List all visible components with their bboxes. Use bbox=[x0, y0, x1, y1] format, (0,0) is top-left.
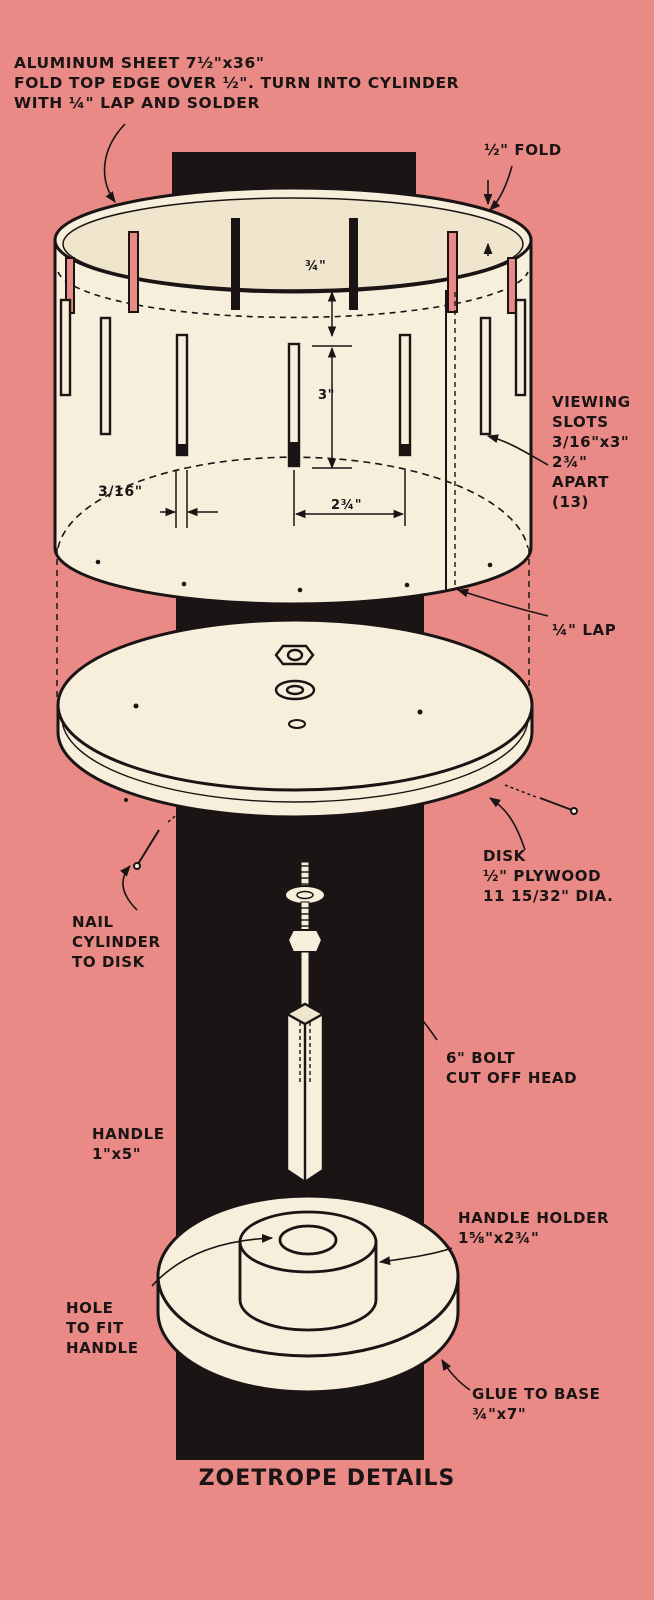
viewing-line-3: 3/16"x3" bbox=[552, 433, 630, 451]
disk-label: DISK ½" PLYWOOD 11 15/32" DIA. bbox=[483, 846, 613, 906]
handle-holder bbox=[238, 1210, 378, 1332]
slot-top-dim: ¾" bbox=[305, 257, 326, 277]
nail-left bbox=[133, 829, 160, 870]
slot-spacing-dim: 2¾" bbox=[331, 496, 362, 516]
nail-line-2: CYLINDER bbox=[72, 933, 161, 951]
handle-line-1: HANDLE bbox=[92, 1125, 165, 1143]
front-viewing-slots bbox=[59, 298, 527, 468]
viewing-line-4: 2¾" bbox=[552, 453, 588, 471]
disk-nail-dots bbox=[124, 703, 423, 826]
disk-line-1: DISK bbox=[483, 847, 526, 865]
aluminum-line-3: WITH ¼" LAP AND SOLDER bbox=[14, 94, 260, 112]
disk-edge-line bbox=[61, 717, 529, 803]
slot-length-dim: 3" bbox=[318, 386, 335, 406]
fold-label: ½" FOLD bbox=[484, 140, 562, 160]
viewing-line-5: APART bbox=[552, 473, 609, 491]
nail-label: NAIL CYLINDER TO DISK bbox=[72, 912, 161, 972]
bolt-threads bbox=[300, 865, 310, 927]
nail-line-3: TO DISK bbox=[72, 953, 145, 971]
bolt-line-2: CUT OFF HEAD bbox=[446, 1069, 578, 1087]
nail-right bbox=[539, 797, 578, 815]
slot-dark-ends bbox=[177, 442, 410, 466]
holder-line-2: 1⅝"x2¾" bbox=[458, 1229, 540, 1247]
holder-line-1: HANDLE HOLDER bbox=[458, 1209, 610, 1227]
hole-line-3: HANDLE bbox=[66, 1339, 139, 1357]
hole-line-1: HOLE bbox=[66, 1299, 114, 1317]
leader-arrows bbox=[103, 123, 549, 1391]
wooden-handle bbox=[284, 1002, 326, 1184]
glue-line-2: ¾"x7" bbox=[472, 1405, 527, 1423]
fold-text: ½" FOLD bbox=[484, 141, 562, 159]
slot-width-text: 3/16" bbox=[98, 484, 143, 500]
bolt-hole bbox=[288, 719, 306, 729]
handle-label: HANDLE 1"x5" bbox=[92, 1124, 165, 1164]
nut bbox=[274, 644, 315, 666]
handle-line-2: 1"x5" bbox=[92, 1145, 142, 1163]
lap-label: ¼" LAP bbox=[552, 620, 616, 640]
slot-spacing-text: 2¾" bbox=[331, 498, 363, 513]
back-slots bbox=[65, 218, 517, 314]
diagram-title: ZOETROPE DETAILS bbox=[198, 1466, 456, 1491]
handle-bore-hidden bbox=[299, 1022, 311, 1082]
hole-line-2: TO FIT bbox=[66, 1319, 124, 1337]
nail-dash-right bbox=[504, 784, 537, 798]
plywood-disk bbox=[56, 618, 534, 819]
aluminum-line-1: ALUMINUM SHEET 7½"x36" bbox=[14, 54, 265, 72]
nail-line-1: NAIL bbox=[72, 913, 114, 931]
viewing-slots-label: VIEWING SLOTS 3/16"x3" 2¾" APART (13) bbox=[552, 392, 631, 512]
disk-line-3: 11 15/32" DIA. bbox=[483, 887, 614, 905]
glue-line-1: GLUE TO BASE bbox=[472, 1385, 601, 1403]
slot-dimension-lines bbox=[160, 290, 406, 528]
viewing-line-2: SLOTS bbox=[552, 413, 609, 431]
handle-holder-label: HANDLE HOLDER 1⅝"x2¾" bbox=[458, 1208, 609, 1248]
bolt-line-1: 6" BOLT bbox=[446, 1049, 516, 1067]
aluminum-line-2: FOLD TOP EDGE OVER ½". TURN INTO CYLINDE… bbox=[14, 74, 460, 92]
viewing-line-6: (13) bbox=[552, 493, 589, 511]
nail-dash-left bbox=[167, 811, 181, 823]
glue-label: GLUE TO BASE ¾"x7" bbox=[472, 1384, 600, 1424]
fold-line bbox=[57, 271, 529, 319]
lap-text: ¼" LAP bbox=[552, 621, 617, 639]
viewing-line-1: VIEWING bbox=[552, 393, 631, 411]
slot-top-text: ¾" bbox=[305, 259, 327, 274]
hole-label: HOLE TO FIT HANDLE bbox=[66, 1298, 139, 1358]
slot-length-text: 3" bbox=[318, 388, 336, 403]
washer bbox=[274, 679, 316, 701]
aluminum-sheet-label: ALUMINUM SHEET 7½"x36" FOLD TOP EDGE OVE… bbox=[14, 53, 459, 113]
slot-width-dim: 3/16" bbox=[98, 482, 143, 502]
disk-line-2: ½" PLYWOOD bbox=[483, 867, 602, 885]
cylinder-rivet-dots bbox=[95, 559, 493, 593]
bolt-label: 6" BOLT CUT OFF HEAD bbox=[446, 1048, 577, 1088]
